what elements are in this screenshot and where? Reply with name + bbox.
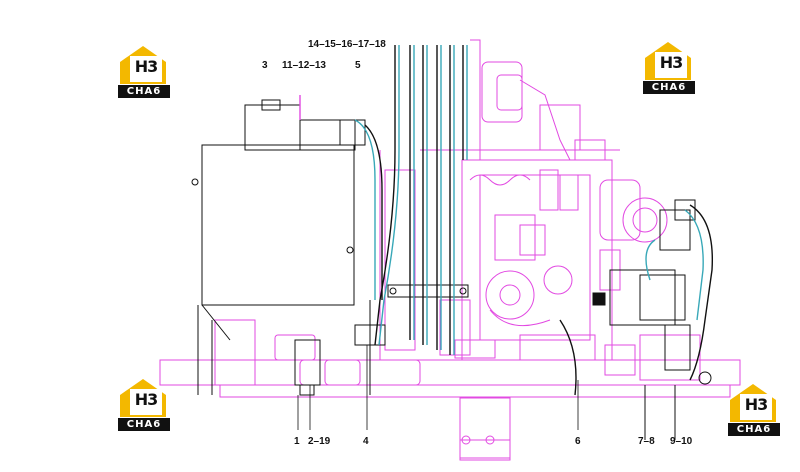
brand-logo: H3 CHA6: [722, 380, 784, 438]
hydraulic-pump: [592, 199, 712, 440]
leader-lines: [297, 345, 676, 430]
brand-logo: H3 CHA6: [637, 38, 699, 96]
callout-7-8: 7–8: [638, 436, 655, 447]
callout-2-19: 2–19: [308, 436, 331, 447]
hydraulic-hoses: [299, 45, 714, 396]
callout-14-18: 14–15–16–17–18: [308, 39, 386, 50]
cooler-unit: [191, 99, 469, 396]
logo-word: CHA6: [728, 423, 780, 436]
engine-block: [159, 39, 741, 461]
callout-3: 3: [262, 60, 268, 71]
brand-logo: H3 CHA6: [112, 42, 174, 100]
callout-6: 6: [575, 436, 581, 447]
callout-9-10: 9–10: [670, 436, 693, 447]
logo-mark: H3: [134, 57, 159, 76]
callout-11-12-13: 11–12–13: [282, 60, 326, 71]
brand-logo: H3 CHA6: [112, 375, 174, 433]
logo-mark: H3: [744, 395, 769, 414]
logo-word: CHA6: [118, 85, 170, 98]
logo-word: CHA6: [118, 418, 170, 431]
logo-mark: H3: [659, 53, 684, 72]
logo-word: CHA6: [643, 81, 695, 94]
callout-1: 1: [294, 436, 300, 447]
callout-4: 4: [363, 436, 369, 447]
callout-5: 5: [355, 60, 361, 71]
logo-mark: H3: [134, 390, 159, 409]
